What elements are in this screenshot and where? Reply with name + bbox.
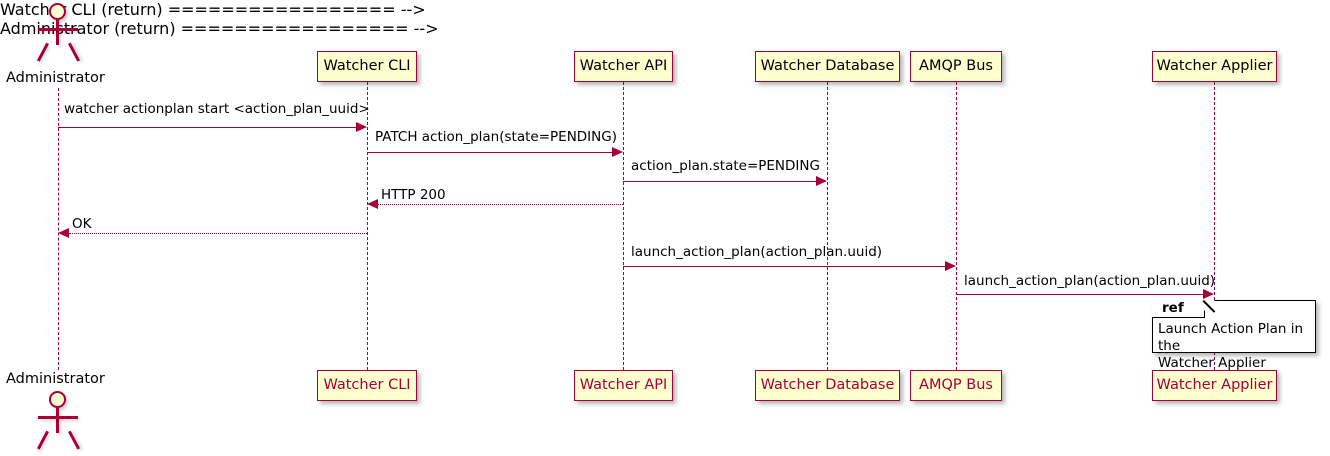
message-6-label: launch_action_plan(action_plan.uuid): [631, 244, 883, 260]
message-1-line: [58, 127, 357, 128]
message-7-arrowhead: [1203, 289, 1214, 299]
lifeline-api: [623, 82, 624, 370]
lifeline-amqp: [956, 82, 957, 370]
message-2-label: PATCH action_plan(state=PENDING): [375, 129, 617, 145]
message-6-line: [623, 266, 945, 267]
participant-box-amqp-bottom[interactable]: AMQP Bus: [910, 370, 1002, 401]
participant-box-applier-top[interactable]: Watcher Applier: [1152, 51, 1277, 82]
lifeline-applier: [1214, 82, 1215, 370]
participant-box-applier-bottom[interactable]: Watcher Applier: [1152, 370, 1277, 401]
message-7-line: [956, 294, 1203, 295]
actor-body-bottom: [56, 408, 59, 433]
message-3-line: [623, 181, 816, 182]
participant-label-cli-bottom: Watcher CLI: [323, 377, 411, 394]
participant-box-db-top[interactable]: Watcher Database: [755, 51, 900, 82]
message-4-arrowhead: [367, 199, 378, 209]
message-5-line: [69, 233, 367, 234]
participant-label-db-top: Watcher Database: [760, 58, 895, 75]
actor-label-administrator-top: Administrator: [6, 70, 105, 86]
ref-fragment-body: Launch Action Plan in the Watcher Applie…: [1158, 321, 1304, 371]
message-3-label: action_plan.state=PENDING: [631, 158, 820, 174]
actor-leg-right: [68, 42, 81, 62]
participant-box-db-bottom[interactable]: Watcher Database: [755, 370, 900, 401]
participant-box-cli-bottom[interactable]: Watcher CLI: [317, 370, 417, 401]
message-2-arrowhead: [612, 147, 623, 157]
actor-leg-right-bottom: [68, 430, 81, 450]
message-3-arrowhead: [816, 176, 827, 186]
participant-label-amqp-top: AMQP Bus: [919, 58, 993, 75]
actor-leg-left: [36, 42, 49, 62]
message-2-line: [367, 152, 612, 153]
participant-label-api-top: Watcher API: [579, 58, 668, 75]
actor-leg-left-bottom: [36, 430, 49, 450]
message-6-arrowhead: [945, 261, 956, 271]
participant-label-api-bottom: Watcher API: [579, 377, 668, 394]
actor-head-icon: [49, 3, 66, 20]
participant-label-amqp-bottom: AMQP Bus: [919, 377, 993, 394]
participant-box-cli-top[interactable]: Watcher CLI: [317, 51, 417, 82]
actor-body: [56, 20, 59, 45]
message-1-arrowhead: [356, 122, 367, 132]
actor-label-administrator-bottom: Administrator: [6, 371, 105, 387]
lifeline-db: [827, 82, 828, 370]
message-4-label: HTTP 200: [381, 187, 446, 203]
ref-fragment-tab: ref: [1152, 300, 1205, 318]
ref-fragment-tab-label: ref: [1162, 299, 1184, 316]
message-7-label: launch_action_plan(action_plan.uuid): [964, 273, 1216, 289]
participant-box-amqp-top[interactable]: AMQP Bus: [910, 51, 1002, 82]
message-5-arrowhead: [58, 228, 69, 238]
participant-label-cli-top: Watcher CLI: [323, 58, 411, 75]
participant-label-applier-bottom: Watcher Applier: [1156, 377, 1273, 394]
actor-head-icon-bottom: [49, 391, 66, 408]
actor-arms-bottom: [38, 416, 78, 419]
participant-label-applier-top: Watcher Applier: [1156, 58, 1273, 75]
participant-box-api-bottom[interactable]: Watcher API: [574, 370, 673, 401]
message-1-label: watcher actionplan start <action_plan_uu…: [64, 101, 370, 117]
lifeline-cli: [367, 82, 368, 370]
message-5-label: OK: [72, 216, 92, 232]
actor-arms: [38, 28, 78, 31]
participant-box-api-top[interactable]: Watcher API: [574, 51, 673, 82]
participant-label-db-bottom: Watcher Database: [760, 377, 895, 394]
message-4-line: [378, 204, 623, 205]
